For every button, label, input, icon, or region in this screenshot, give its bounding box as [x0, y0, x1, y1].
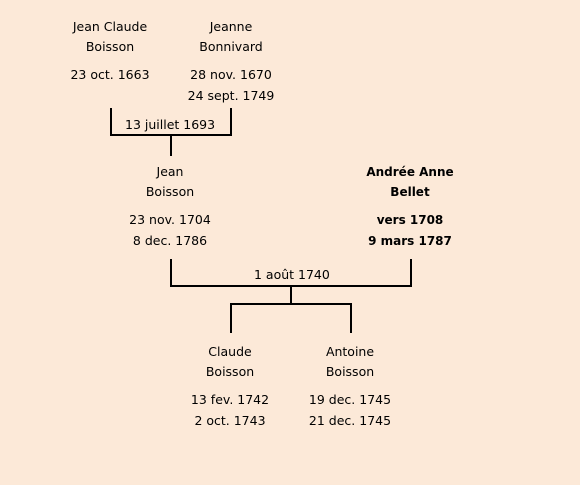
- person-jean-claude-boisson[interactable]: Jean Claude Boisson 23 oct. 1663: [30, 17, 190, 86]
- marriage-date-label: 13 juillet 1693: [122, 117, 219, 133]
- connector-line: [230, 303, 352, 305]
- connector-line: [230, 303, 232, 333]
- person-jeanne-bonnivard[interactable]: Jeanne Bonnivard 28 nov. 1670 24 sept. 1…: [151, 17, 311, 106]
- last-name: Bonnivard: [199, 39, 263, 54]
- last-name: Bellet: [390, 185, 430, 199]
- birth-date: 19 dec. 1745: [308, 392, 392, 407]
- person-andree-anne-bellet[interactable]: Andrée Anne Bellet vers 1708 9 mars 1787: [330, 162, 490, 251]
- person-claude-boisson[interactable]: Claude Boisson 13 fev. 1742 2 oct. 1743: [150, 342, 310, 431]
- person-jean-boisson[interactable]: Jean Boisson 23 nov. 1704 8 dec. 1786: [90, 162, 250, 251]
- birth-date: 28 nov. 1670: [190, 67, 272, 82]
- last-name: Boisson: [145, 184, 195, 199]
- marriage-date-label: 1 août 1740: [251, 267, 333, 283]
- last-name: Boisson: [325, 364, 375, 379]
- first-name: Jeanne: [209, 19, 253, 34]
- connector-line: [170, 134, 172, 156]
- death-date: 21 dec. 1745: [308, 412, 392, 428]
- death-date: 9 mars 1787: [368, 233, 452, 248]
- birth-date: 23 oct. 1663: [70, 67, 150, 82]
- first-name: Antoine: [325, 344, 375, 359]
- birth-date: 23 nov. 1704: [129, 212, 211, 227]
- connector-line: [350, 303, 352, 333]
- last-name: Boisson: [85, 39, 135, 54]
- first-name: Jean Claude: [72, 19, 148, 34]
- first-name: Claude: [208, 344, 252, 359]
- death-date: 8 dec. 1786: [132, 232, 208, 248]
- connector-line: [290, 285, 292, 305]
- connector-line: [170, 259, 172, 287]
- death-date: 24 sept. 1749: [187, 87, 275, 103]
- connector-line: [230, 108, 232, 136]
- first-name: Andrée Anne: [366, 165, 454, 179]
- last-name: Boisson: [205, 364, 255, 379]
- first-name: Jean: [156, 164, 184, 179]
- birth-date: 13 fev. 1742: [190, 392, 270, 407]
- death-date: 2 oct. 1743: [194, 412, 266, 428]
- connector-line: [110, 108, 112, 136]
- person-antoine-boisson[interactable]: Antoine Boisson 19 dec. 1745 21 dec. 174…: [270, 342, 430, 431]
- birth-date: vers 1708: [376, 213, 444, 227]
- connector-line: [410, 259, 412, 287]
